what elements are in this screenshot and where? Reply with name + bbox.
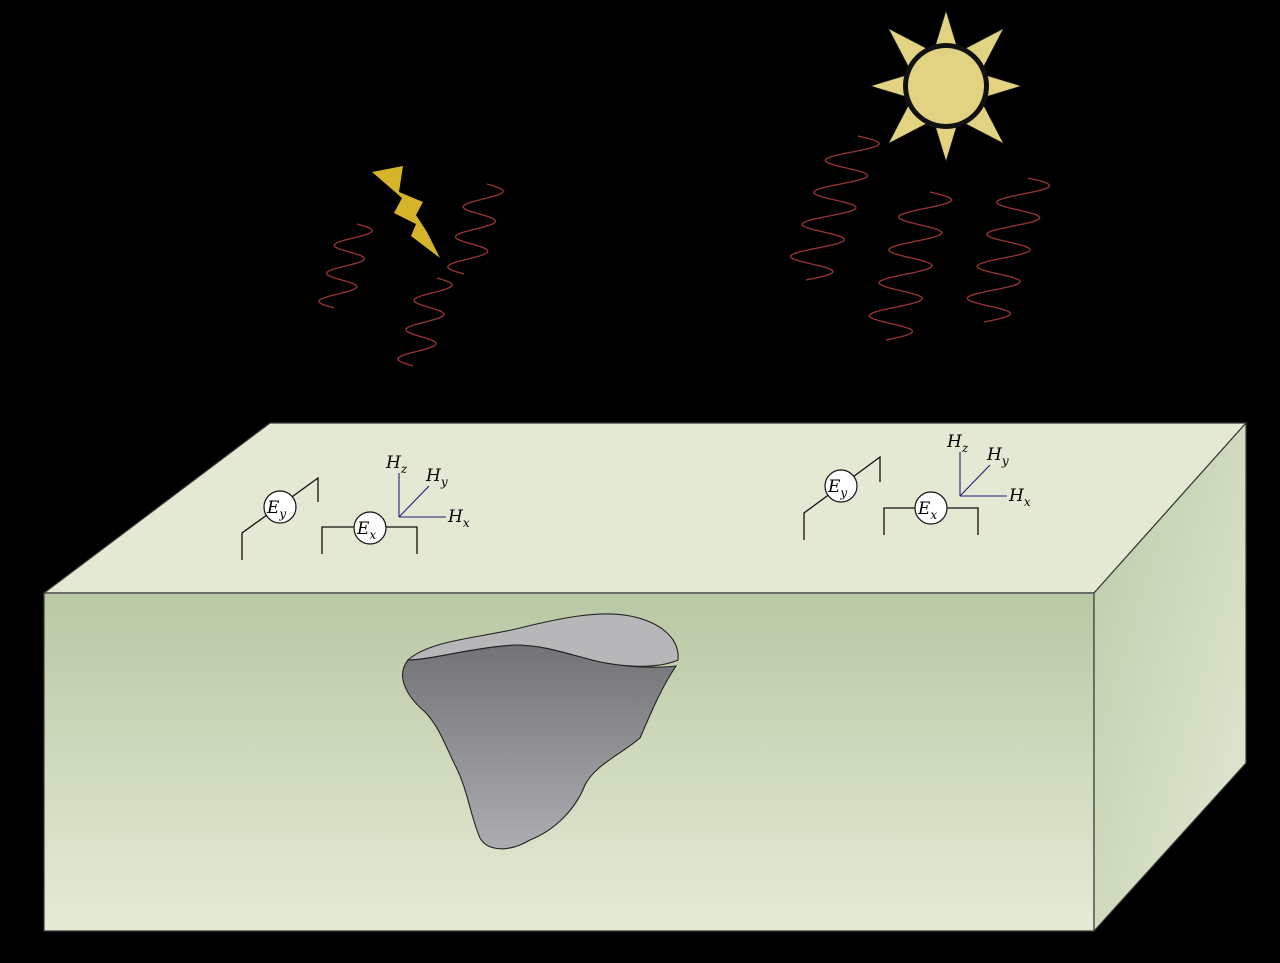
svg-text:Hx: Hx xyxy=(447,507,470,530)
hx-subscript: x xyxy=(1024,495,1031,509)
ex-subscript: x xyxy=(930,508,937,522)
ex-subscript: x xyxy=(369,528,376,542)
ey-label: E xyxy=(266,498,280,518)
lightning-icon xyxy=(372,166,440,258)
em-wave xyxy=(318,223,373,309)
svg-text:Hz: Hz xyxy=(946,432,969,455)
em-wave xyxy=(397,277,453,367)
anomaly-body xyxy=(402,644,678,850)
em-wave xyxy=(447,183,504,275)
ey-subscript: y xyxy=(278,507,286,521)
svg-text:Hy: Hy xyxy=(986,445,1009,468)
hz-subscript: z xyxy=(400,462,408,476)
svg-text:Ey: Ey xyxy=(827,477,847,500)
hy-subscript: y xyxy=(440,475,448,489)
ex-label: E xyxy=(356,519,370,539)
ey-label: E xyxy=(827,477,841,497)
ex-label: E xyxy=(917,499,931,519)
svg-text:Ey: Ey xyxy=(266,498,286,521)
magnetic-axes xyxy=(398,473,446,518)
hy-subscript: y xyxy=(1001,454,1009,468)
svg-text:Ex: Ex xyxy=(917,499,937,522)
sun-source xyxy=(868,8,1024,164)
lightning-source xyxy=(372,166,440,258)
ex-electrode-2: Ex xyxy=(914,491,948,525)
svg-text:Ex: Ex xyxy=(356,519,376,542)
ey-subscript: y xyxy=(839,486,847,500)
hy-label: H xyxy=(425,466,442,486)
magnetic-axes xyxy=(959,452,1007,497)
svg-text:Hx: Hx xyxy=(1008,486,1031,509)
conductive-anomaly xyxy=(402,613,679,850)
block-side-face xyxy=(1093,421,1247,933)
hx-label: H xyxy=(1008,486,1025,506)
em-waves xyxy=(318,135,1051,367)
hx-subscript: x xyxy=(463,516,470,530)
hz-label: H xyxy=(385,453,402,473)
em-wave xyxy=(966,177,1051,323)
em-wave xyxy=(868,191,953,341)
em-wave xyxy=(790,135,880,281)
ey-electrode-2: Ey xyxy=(824,469,858,503)
hx-label: H xyxy=(447,507,464,527)
ex-electrode-1: Ex xyxy=(353,511,387,545)
ey-electrode-1: Ey xyxy=(263,490,297,524)
hz-label: H xyxy=(946,432,963,452)
sun-icon xyxy=(868,8,1024,164)
svg-text:Hy: Hy xyxy=(425,466,448,489)
hy-label: H xyxy=(986,445,1003,465)
svg-text:Hz: Hz xyxy=(385,453,408,476)
hz-subscript: z xyxy=(961,441,969,455)
